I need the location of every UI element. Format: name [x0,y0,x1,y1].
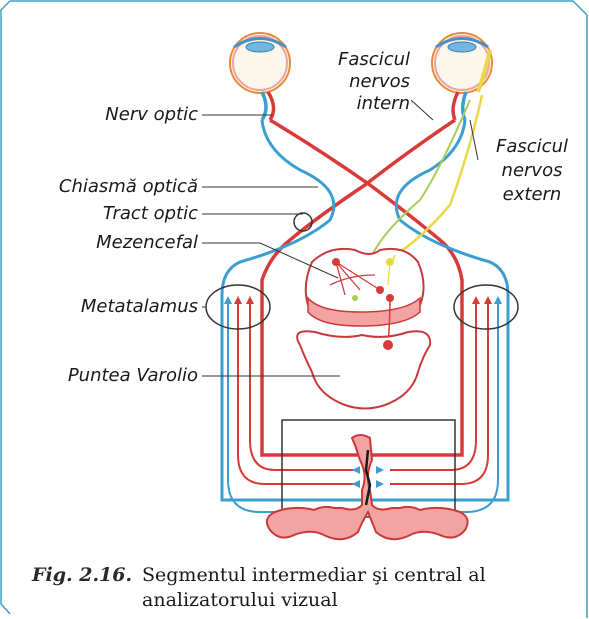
label-fascicul-intern-line1: Fascicul [322,49,410,71]
yellow-fascicle [395,95,482,255]
label-metatalamus: Metatalamus [20,296,198,318]
left-eyeball [230,33,290,93]
caption-number: Fig. 2.16. [32,564,132,586]
right-optic-nerve-red [453,92,458,120]
caption-text: Segmentul intermediar şi central al anal… [142,563,562,613]
caption-line-2: analizatorului vizual [142,588,562,613]
mezencefal-shape [306,249,424,345]
label-mezencefal: Mezencefal [20,232,198,254]
blue-radiation-left-outer [228,300,355,512]
right-eyeball [432,33,492,93]
label-chiasma-optica: Chiasmă optică [20,176,198,198]
label-nerv-optic: Nerv optic [20,104,198,126]
left-optic-nerve-red [268,92,274,120]
label-fascicul-extern-line1: Fascicul [480,136,584,158]
label-puntea-varolio: Puntea Varolio [20,365,198,387]
label-fascicul-extern-line3: extern [480,184,584,206]
puntea-varolio-shape [297,331,430,408]
label-tract-optic: Tract optic [20,203,198,225]
label-fascicul-intern-line2: nervos [322,71,410,93]
caption-line-1: Segmentul intermediar şi central al [142,563,562,588]
occipital-cortex-shape [267,435,468,539]
label-fascicul-extern-line2: nervos [480,160,584,182]
figure-caption: Fig. 2.16. Segmentul intermediar şi cent… [32,563,572,588]
label-fascicul-intern-line3: intern [322,93,410,115]
left-optic-nerve-blue [262,92,266,120]
